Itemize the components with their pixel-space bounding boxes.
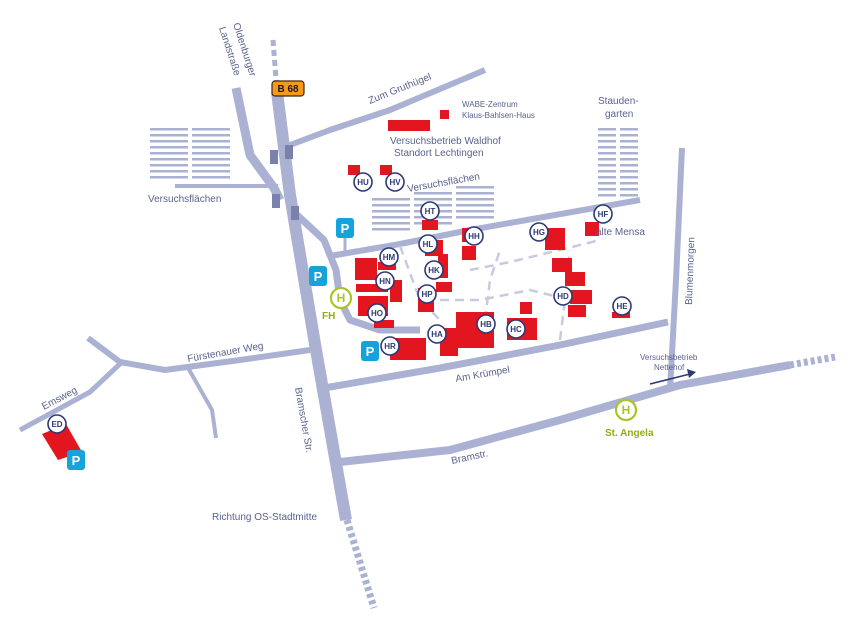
svg-text:HB: HB (480, 320, 492, 329)
svg-text:HU: HU (357, 178, 369, 187)
building-code-HC[interactable]: HC (506, 319, 526, 339)
bus-stop-fh-label: FH (322, 311, 335, 322)
svg-text:HV: HV (389, 178, 401, 187)
bridge-marker-1 (270, 150, 278, 164)
building-code-HR[interactable]: HR (380, 336, 400, 356)
footpaths (398, 238, 601, 341)
label-stauden: Stauden- (598, 96, 639, 107)
building-code-HV[interactable]: HV (385, 172, 405, 192)
svg-text:HM: HM (383, 253, 396, 262)
svg-text:HF: HF (598, 210, 609, 219)
building-codes: HU HV HT HL HH HG HF HM HK HN HP HO HA H… (47, 172, 632, 434)
building-code-HT[interactable]: HT (420, 201, 440, 221)
road-bramscher-strasse (271, 91, 352, 522)
bus-stop-fh[interactable]: H FH (322, 286, 353, 322)
svg-text:B 68: B 68 (277, 84, 299, 95)
label-versuchsflaechen-center: Versuchsflächen (407, 171, 481, 195)
building-code-HD[interactable]: HD (553, 286, 573, 306)
bus-stop-icon: H (622, 403, 631, 417)
label-bramscher-str: Bramscher Str. (292, 387, 314, 454)
building-code-HH[interactable]: HH (464, 226, 484, 246)
building-code-HK[interactable]: HK (424, 260, 444, 280)
road-blumenmorgen (667, 147, 685, 391)
footpath-5 (483, 249, 502, 321)
label-waldhof: Versuchsbetrieb Waldhof (390, 136, 501, 147)
parking-icon[interactable]: P (309, 266, 327, 286)
label-am-kruempel: Am Krümpel (455, 365, 511, 385)
label-richtung: Richtung OS-Stadtmitte (212, 512, 317, 523)
building-code-HB[interactable]: HB (476, 314, 496, 334)
bridge-marker-3 (272, 194, 280, 208)
bridge-marker-2 (285, 145, 293, 159)
road-fuerstenauer-weg (86, 335, 311, 373)
svg-text:HR: HR (384, 342, 396, 351)
svg-text:P: P (366, 344, 375, 359)
arrow-icon (649, 369, 696, 385)
svg-text:P: P (72, 453, 81, 468)
building-code-HF[interactable]: HF (593, 204, 613, 224)
label-versuchsflaechen-left: Versuchsflächen (148, 194, 221, 205)
building-code-ED[interactable]: ED (47, 414, 67, 434)
road-fuerstenauer-branch (185, 365, 218, 439)
label-lechtingen: Standort Lechtingen (394, 148, 484, 159)
label-zum-gruthuegel: Zum Gruthügel (367, 72, 433, 107)
footpath-3 (469, 238, 601, 272)
footpath-2 (440, 288, 571, 302)
parking-icon[interactable]: P (361, 341, 379, 361)
road-zum-gruthuegel (288, 67, 487, 148)
parking-icon[interactable]: P (336, 218, 354, 238)
road-south-dashed (343, 518, 378, 610)
fields-left (150, 128, 230, 179)
label-wabe: WABE-Zentrum (462, 100, 518, 109)
svg-text:HE: HE (616, 302, 628, 311)
parking-icon[interactable]: P (67, 450, 85, 470)
building-code-HM[interactable]: HM (379, 247, 399, 267)
building-code-HP[interactable]: HP (417, 284, 437, 304)
svg-text:HH: HH (468, 232, 480, 241)
svg-text:HO: HO (371, 309, 383, 318)
label-nettehof-1: Versuchsbetrieb (640, 353, 698, 362)
svg-text:ED: ED (51, 420, 62, 429)
road-bramstrasse-dashed (789, 353, 836, 369)
svg-text:HT: HT (425, 207, 436, 216)
bus-stop-icon: H (337, 291, 346, 305)
svg-text:HA: HA (431, 330, 443, 339)
parking-signs: P P P P (67, 218, 379, 470)
label-garten: garten (605, 109, 633, 120)
building-code-HL[interactable]: HL (418, 234, 438, 254)
label-blumenmorgen: Blumenmorgen (684, 237, 697, 305)
building-code-HU[interactable]: HU (353, 172, 373, 192)
svg-text:HL: HL (423, 240, 434, 249)
svg-text:P: P (341, 221, 350, 236)
label-nettehof-2: Nettehof (654, 363, 685, 372)
label-alte-mensa: alte Mensa (596, 227, 645, 238)
svg-text:HK: HK (428, 266, 440, 275)
building-code-HG[interactable]: HG (529, 222, 549, 242)
bridge-marker-4 (291, 206, 299, 220)
svg-text:HN: HN (379, 277, 391, 286)
road-emsweg (18, 360, 124, 433)
bus-stop-st-angela-label: St. Angela (605, 428, 654, 439)
label-bahlsen: Klaus-Bahlsen-Haus (462, 111, 535, 120)
building-code-HN[interactable]: HN (375, 271, 395, 291)
svg-text:HG: HG (533, 228, 545, 237)
svg-text:HC: HC (510, 325, 522, 334)
building-code-HO[interactable]: HO (367, 303, 387, 323)
svg-text:P: P (314, 269, 323, 284)
building-code-HA[interactable]: HA (427, 324, 447, 344)
footpath-1 (398, 245, 441, 321)
road-bramstrasse (339, 361, 791, 466)
road-campus-north (329, 197, 641, 259)
svg-text:HD: HD (557, 292, 569, 301)
building-code-HE[interactable]: HE (612, 296, 632, 316)
fields-staudengarten (598, 128, 638, 197)
highway-badge-b68: B 68 (271, 80, 305, 97)
bus-stop-st-angela[interactable]: H St. Angela (605, 398, 654, 439)
svg-text:HP: HP (421, 290, 433, 299)
road-network (18, 39, 836, 610)
road-am-kruempel (323, 318, 669, 392)
